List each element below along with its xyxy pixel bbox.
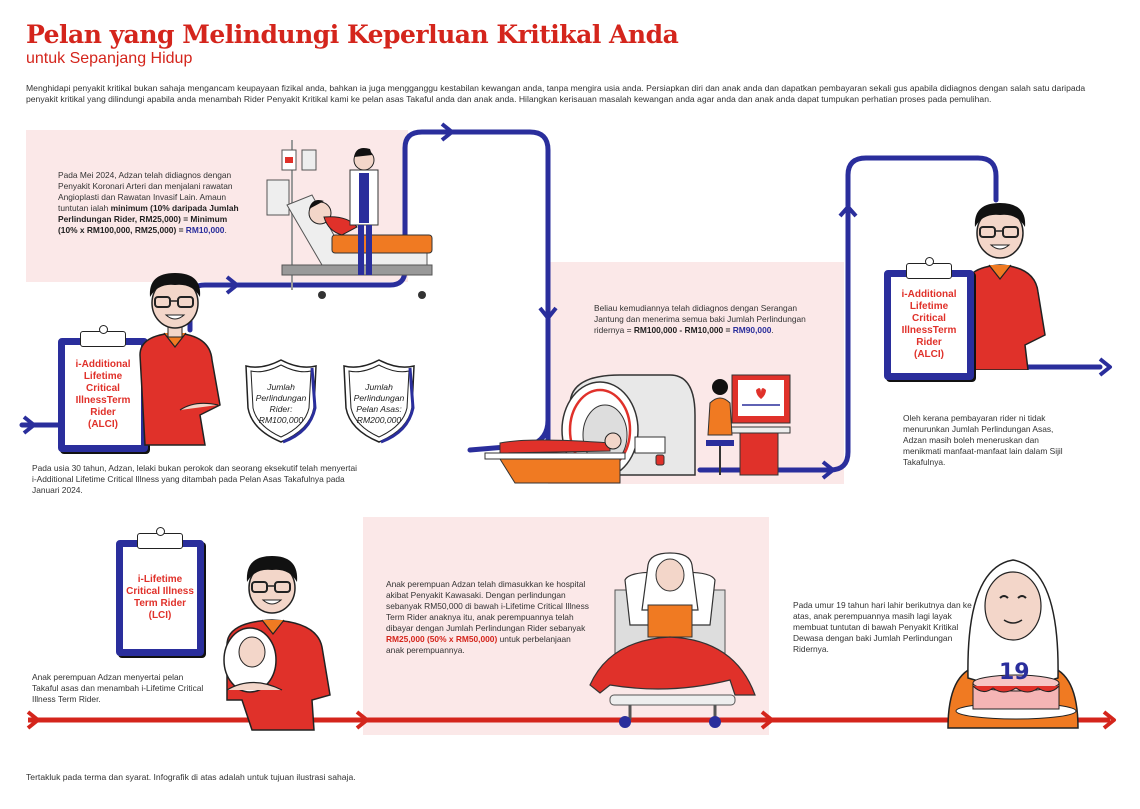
chevron-right-icon bbox=[225, 275, 239, 295]
step6-text: Anak perempuan Adzan telah dimasukkan ke… bbox=[386, 579, 589, 655]
shield-icon bbox=[245, 359, 317, 444]
disclaimer: Tertakluk pada terma dan syarat. Infogra… bbox=[26, 772, 356, 782]
step5-text: Anak perempuan Adzan menyertai pelan Tak… bbox=[32, 672, 204, 704]
clipboard-label: i-Lifetime Critical Illness Term Rider (… bbox=[126, 574, 194, 621]
hospital-bed-illustration bbox=[266, 140, 433, 299]
man-illustration bbox=[139, 273, 221, 446]
step4-text: Oleh kerana pembayaran rider ni tidak me… bbox=[903, 413, 1063, 467]
step2-text: Pada Mei 2024, Adzan telah didiagnos den… bbox=[58, 170, 239, 235]
man-illustration-2 bbox=[964, 203, 1046, 370]
clipboard-clip-icon bbox=[137, 527, 183, 549]
step7-text: Pada umur 19 tahun hari lahir berikutnya… bbox=[793, 600, 972, 654]
girl-hospital-bed-illustration bbox=[589, 552, 756, 728]
shield-rider-coverage: Jumlah Perlindungan Rider: RM100,000 bbox=[242, 356, 320, 446]
clipboard-label: i-Additional Lifetime Critical IllnessTe… bbox=[75, 359, 131, 430]
clipboard-label: i-Additional Lifetime Critical IllnessTe… bbox=[901, 289, 957, 360]
chevron-right-icon bbox=[1098, 357, 1112, 377]
mri-scan-illustration bbox=[484, 374, 791, 484]
chevron-right-icon bbox=[26, 710, 40, 730]
page-subtitle: untuk Sepanjang Hidup bbox=[26, 50, 193, 67]
step1-text: Pada usia 30 tahun, Adzan, lelaki bukan … bbox=[32, 463, 357, 495]
man-holding-baby-illustration bbox=[223, 556, 331, 731]
chevron-right-icon bbox=[1102, 710, 1116, 730]
shield-base-coverage: Jumlah Perlindungan Pelan Asas: RM200,00… bbox=[340, 356, 418, 446]
page-title: Pelan yang Melindungi Keperluan Kritikal… bbox=[26, 20, 679, 49]
intro-paragraph: Menghidapi penyakit kritikal bukan sahaj… bbox=[26, 83, 1086, 104]
girl-with-cake-illustration bbox=[947, 559, 1079, 729]
cake-candle-number: 19 bbox=[999, 660, 1030, 685]
chevron-right-icon bbox=[355, 710, 369, 730]
step3-text: Beliau kemudiannya telah didiagnos denga… bbox=[594, 303, 806, 335]
chevron-right-icon bbox=[821, 460, 835, 480]
chevron-right-icon bbox=[440, 122, 454, 142]
shield-rider-label: Jumlah Perlindungan Rider: RM100,000 bbox=[255, 382, 307, 425]
chevron-down-icon bbox=[538, 306, 558, 320]
clipboard-alci-2: i-Additional Lifetime Critical IllnessTe… bbox=[884, 257, 974, 380]
shield-base-label: Jumlah Perlindungan Pelan Asas: RM200,00… bbox=[353, 382, 405, 425]
clipboard-lci: i-Lifetime Critical Illness Term Rider (… bbox=[116, 527, 204, 656]
clipboard-clip-icon bbox=[906, 257, 952, 279]
chevron-up-icon bbox=[838, 205, 858, 218]
chevron-right-icon bbox=[760, 710, 774, 730]
clipboard-clip-icon bbox=[80, 325, 126, 347]
shield-icon bbox=[343, 359, 415, 444]
chevron-right-icon bbox=[22, 415, 36, 435]
